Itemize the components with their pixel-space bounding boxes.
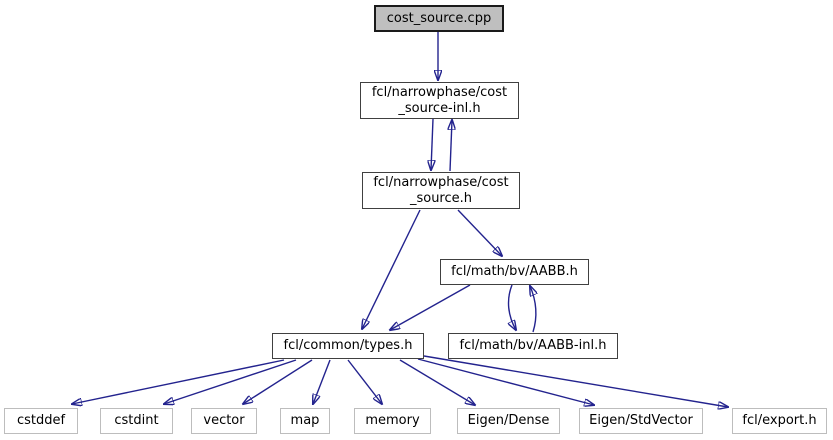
- edge-aabb-to-types: [390, 284, 471, 330]
- edge-types-to-vector: [243, 359, 313, 404]
- node-cost-source-inl-h[interactable]: fcl/narrowphase/cost _source-inl.h: [360, 82, 519, 119]
- edge-types-to-cstddef: [72, 359, 285, 404]
- node-eigen-dense: Eigen/Dense: [457, 408, 560, 434]
- edge-types-to-map: [313, 359, 331, 404]
- node-types-h[interactable]: fcl/common/types.h: [272, 333, 424, 359]
- edge-src-to-types: [362, 209, 421, 329]
- node-cost-source-h[interactable]: fcl/narrowphase/cost _source.h: [362, 172, 520, 209]
- node-cstddef: cstddef: [4, 408, 78, 434]
- edge-types-to-fclexport: [423, 355, 728, 407]
- edge-src-to-inl: [450, 120, 452, 172]
- node-vector: vector: [191, 408, 257, 434]
- edge-aabb-to-aabbinl: [509, 284, 516, 330]
- node-memory: memory: [354, 408, 431, 434]
- edge-types-to-cstdint: [164, 359, 297, 404]
- edge-types-to-eigenstdvector: [417, 358, 594, 405]
- node-map: map: [280, 408, 330, 434]
- edge-types-to-eigendense: [399, 359, 475, 405]
- edge-types-to-memory: [347, 359, 382, 404]
- node-fcl-export-h: fcl/export.h: [732, 408, 827, 434]
- node-aabb-h[interactable]: fcl/math/bv/AABB.h: [440, 259, 589, 285]
- edge-src-to-aabb: [457, 209, 502, 256]
- edge-aabbinl-to-aabb: [530, 286, 536, 333]
- node-cost-source-cpp: cost_source.cpp: [374, 5, 504, 32]
- edge-inl-to-src: [431, 118, 433, 170]
- node-cstdint: cstdint: [100, 408, 173, 434]
- node-eigen-stdvector: Eigen/StdVector: [579, 408, 703, 434]
- node-aabb-inl-h[interactable]: fcl/math/bv/AABB-inl.h: [448, 333, 618, 359]
